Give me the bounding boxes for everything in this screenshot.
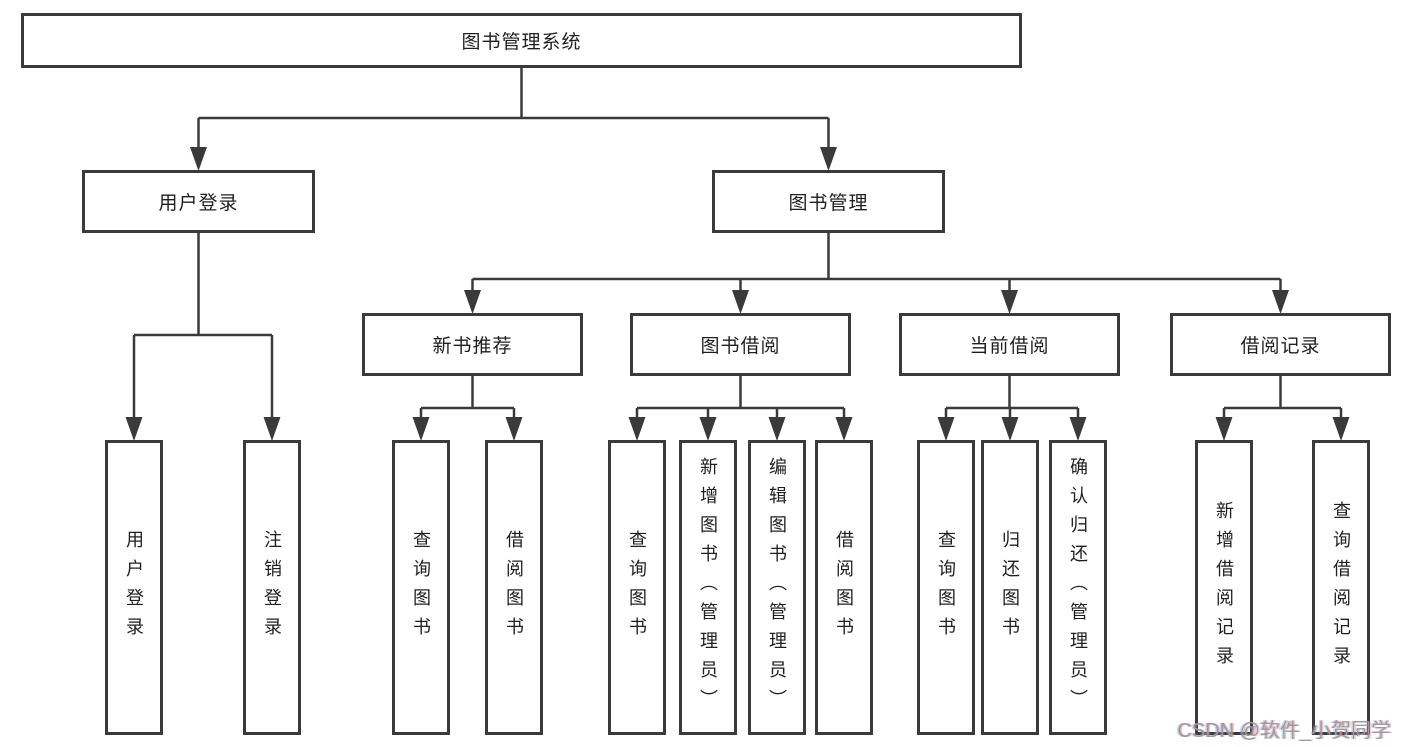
node-label: 新增借阅记录 [1214,500,1234,675]
node-borrowing-records: 借阅记录 [1170,313,1391,376]
connector-root-to-level2 [190,66,837,171]
leaf-cb-return-book: 归还图书 [981,440,1039,735]
node-book-borrowing: 图书借阅 [630,313,851,376]
leaf-cb-confirm-return-admin: 确认归还（管理员） [1049,440,1107,735]
node-label: 注销登录 [262,529,282,646]
node-label: 确认归还（管理员） [1068,457,1088,718]
node-label: 查询图书 [411,529,431,646]
connector-borrowing-records-to-leaves [1215,376,1350,441]
node-label: 借阅记录 [1240,336,1321,357]
leaf-cb-query-book: 查询图书 [917,440,975,735]
node-label: 用户登录 [124,529,144,646]
node-label: 当前借阅 [969,336,1050,357]
node-label: 图书管理 [788,193,869,214]
node-user-login: 用户登录 [82,170,315,233]
node-current-borrowing: 当前借阅 [899,313,1120,376]
leaf-user-login: 用户登录 [105,440,163,735]
leaf-br-query-record: 查询借阅记录 [1312,440,1370,735]
node-label: 查询图书 [627,529,647,646]
connector-user-login-to-leaves [125,233,281,441]
leaf-logout: 注销登录 [243,440,301,735]
leaf-bb-borrow-book: 借阅图书 [815,440,873,735]
node-book-management: 图书管理 [712,170,945,233]
node-label: 借阅图书 [504,529,524,646]
node-new-book-recommend: 新书推荐 [362,313,583,376]
connector-current-borrowing-to-leaves [937,376,1087,441]
leaf-br-add-record: 新增借阅记录 [1195,440,1253,735]
node-label: 图书管理系统 [461,32,582,53]
connector-new-book-recommend-to-leaves [412,376,523,441]
node-label: 归还图书 [1000,529,1020,646]
leaf-bb-add-book-admin: 新增图书（管理员） [679,440,737,735]
leaf-nbr-query-book: 查询图书 [392,440,450,735]
node-label: 图书借阅 [700,336,781,357]
node-label: 新书推荐 [432,336,513,357]
leaf-bb-query-book: 查询图书 [608,440,666,735]
connector-book-borrowing-to-leaves [628,376,853,441]
node-label: 用户登录 [158,193,239,214]
node-label: 查询借阅记录 [1331,500,1351,675]
leaf-nbr-borrow-book: 借阅图书 [485,440,543,735]
node-label: 新增图书（管理员） [698,457,718,718]
node-label: 查询图书 [936,529,956,646]
node-label: 编辑图书（管理员） [767,457,787,718]
node-label: 借阅图书 [834,529,854,646]
leaf-bb-edit-book-admin: 编辑图书（管理员） [748,440,806,735]
node-root: 图书管理系统 [21,13,1022,68]
connector-book-management-to-level3 [464,233,1289,314]
